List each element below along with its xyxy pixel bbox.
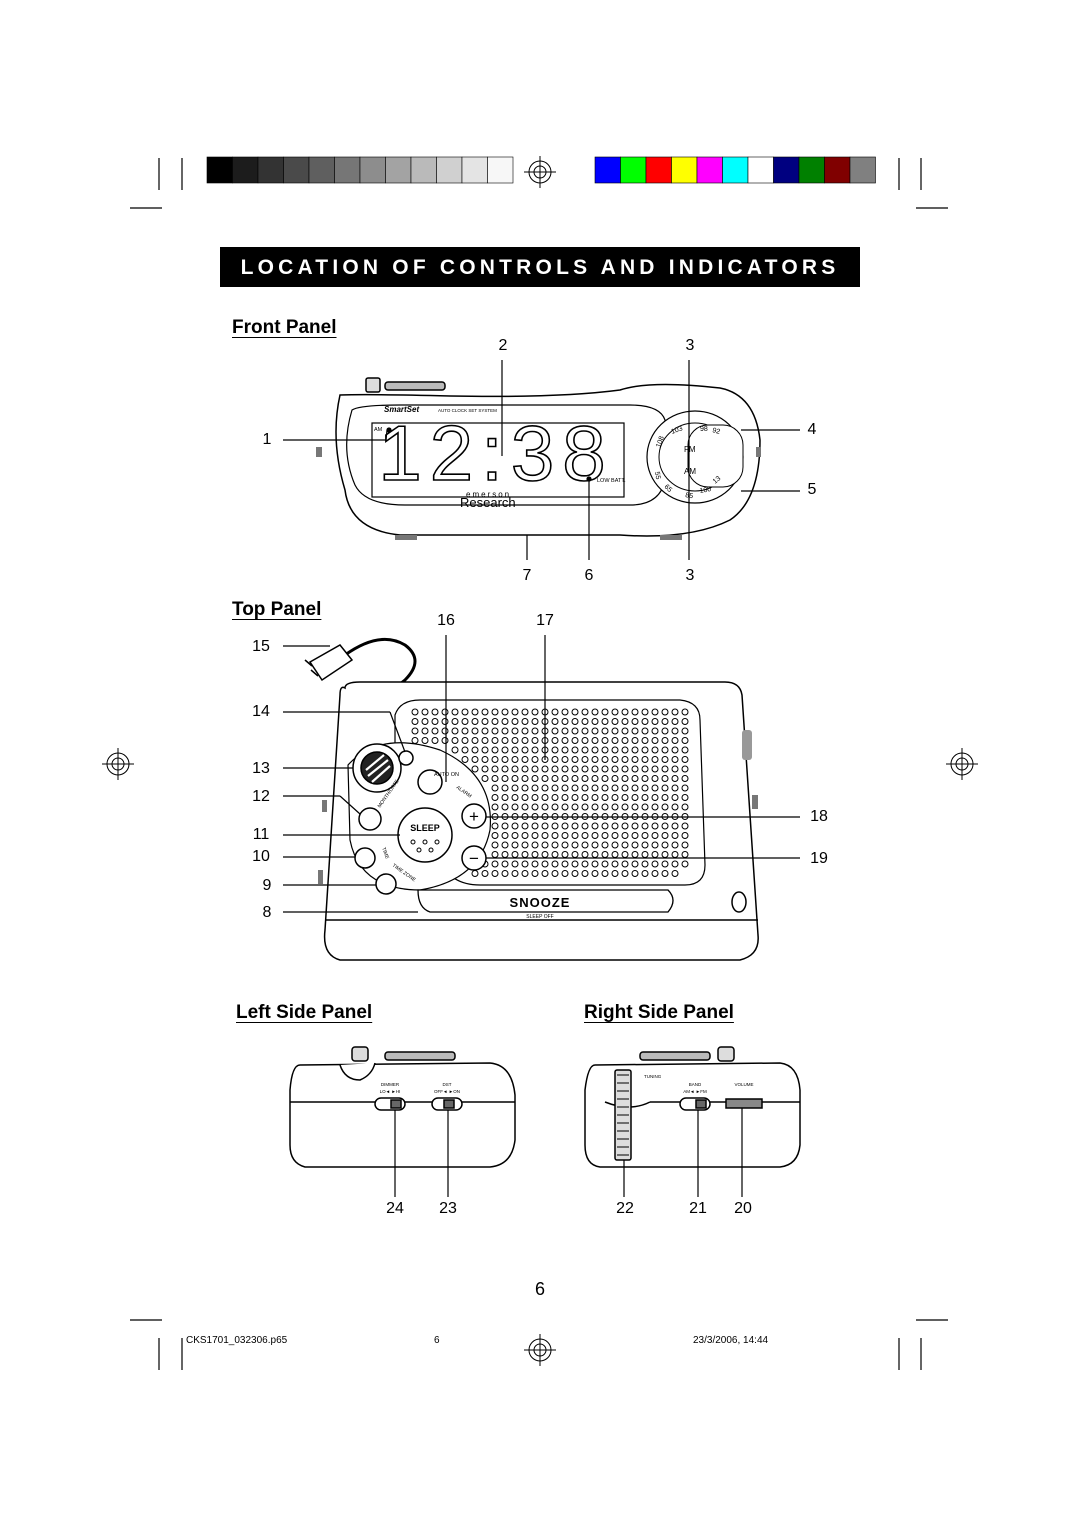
callout-12: 12 — [252, 788, 270, 805]
gray-swatch — [206, 156, 233, 184]
gray-swatch — [461, 156, 488, 184]
sleep-off-label: SLEEP OFF — [526, 914, 553, 920]
smartset-logo: SmartSet — [384, 405, 419, 414]
band-positions: AM◄ ►FM — [683, 1089, 707, 1094]
color-swatch — [798, 156, 825, 184]
dial-number: 92 — [711, 427, 720, 436]
callout-1: 1 — [262, 431, 272, 448]
callout-15: 15 — [252, 638, 270, 655]
gray-swatch — [436, 156, 463, 184]
page-number: 6 — [534, 1279, 545, 1299]
callout-23: 23 — [439, 1200, 457, 1217]
color-swatch — [620, 156, 647, 184]
registration-mark — [946, 748, 978, 780]
callout-21: 21 — [689, 1200, 707, 1217]
dial-number: 98 — [700, 426, 708, 433]
top-panel-illustration: + − SLEEP AUTO ON ALARM MONTH/DATE TIME … — [283, 635, 800, 961]
callout-16: 16 — [437, 612, 455, 629]
registration-mark — [524, 156, 556, 188]
maker-small-text: emerson — [466, 490, 511, 499]
callout-2: 2 — [498, 337, 508, 354]
gray-swatch — [487, 156, 514, 184]
callout-9: 9 — [262, 877, 272, 894]
gray-swatch — [232, 156, 259, 184]
am-indicator-label: AM — [374, 427, 383, 433]
dial-fm-label: FM — [684, 445, 696, 454]
volume-label: VOLUME — [734, 1082, 753, 1087]
gray-swatch — [385, 156, 412, 184]
callout-14: 14 — [252, 703, 270, 720]
right-side-panel-illustration: TUNING BAND AM◄ ►FM VOLUME — [584, 1046, 801, 1197]
tuning-label: TUNING — [644, 1074, 662, 1079]
callout-8: 8 — [262, 904, 272, 921]
dimmer-label: DIMMER — [381, 1082, 400, 1087]
gray-swatch — [334, 156, 361, 184]
callout-19: 19 — [810, 850, 828, 867]
section-header: LOCATION OF CONTROLS AND INDICATORS — [220, 247, 860, 287]
callout-10: 10 — [252, 848, 270, 865]
registration-mark — [524, 1334, 556, 1366]
registration-mark — [102, 748, 134, 780]
dial-number: 55 — [653, 471, 661, 480]
gray-swatch — [308, 156, 335, 184]
top-panel-title: Top Panel — [232, 599, 322, 620]
left-side-panel-title: Left Side Panel — [236, 1002, 373, 1023]
dst-label: DST — [443, 1082, 452, 1087]
callout-3-bottom: 3 — [685, 567, 695, 584]
footer-filename: CKS1701_032306.p65 — [186, 1335, 288, 1346]
callout-24: 24 — [386, 1200, 404, 1217]
dial-number: 65 — [663, 483, 674, 494]
color-swatch — [747, 156, 774, 184]
color-swatch — [696, 156, 723, 184]
callout-20: 20 — [734, 1200, 752, 1217]
time-label: TIME — [380, 847, 390, 861]
gray-swatch — [257, 156, 284, 184]
front-panel-title: Front Panel — [232, 317, 337, 338]
left-side-panel-illustration: DIMMER LO◄ ►HI DST OFF◄ ►ON — [289, 1046, 516, 1197]
callout-11: 11 — [252, 826, 270, 843]
color-swatch — [671, 156, 698, 184]
callout-13: 13 — [252, 760, 270, 777]
auto-clock-label: AUTO CLOCK SET SYSTEM — [438, 408, 497, 413]
dial-number: 13 — [712, 475, 723, 485]
front-panel-illustration: 12:38 SmartSet AUTO CLOCK SET SYSTEM AM … — [283, 360, 800, 560]
sleep-button-label: SLEEP — [410, 823, 440, 833]
maker-logo: Research — [460, 495, 516, 510]
dimmer-positions: LO◄ ►HI — [380, 1089, 401, 1094]
footer-page: 6 — [434, 1335, 440, 1346]
dial-number: 100 — [699, 486, 712, 495]
callout-4: 4 — [807, 421, 817, 438]
dial-number: 103 — [670, 425, 683, 436]
callout-6: 6 — [584, 567, 594, 584]
color-swatch — [824, 156, 851, 184]
color-swatch — [722, 156, 749, 184]
dial-am-label: AM — [684, 467, 696, 476]
minus-button-label: − — [469, 849, 479, 868]
footer-timestamp: 23/3/2006, 14:44 — [693, 1335, 769, 1346]
dst-positions: OFF◄ ►ON — [434, 1089, 460, 1094]
right-side-panel-title: Right Side Panel — [584, 1002, 734, 1023]
color-swatch — [773, 156, 800, 184]
gray-swatch — [283, 156, 310, 184]
callout-17: 17 — [536, 612, 554, 629]
callout-7: 7 — [522, 567, 532, 584]
callout-18: 18 — [810, 808, 828, 825]
dial-number: 108 — [655, 435, 666, 448]
color-swatch — [594, 156, 621, 184]
plus-button-label: + — [469, 807, 479, 826]
low-batt-label: LOW BATT. — [597, 478, 626, 484]
callout-5: 5 — [807, 481, 817, 498]
band-label: BAND — [689, 1082, 702, 1087]
color-swatch — [849, 156, 876, 184]
callout-22: 22 — [616, 1200, 634, 1217]
display-time: 12:38 — [378, 409, 613, 497]
snooze-bar-label: SNOOZE — [510, 895, 571, 910]
callout-3: 3 — [685, 337, 695, 354]
